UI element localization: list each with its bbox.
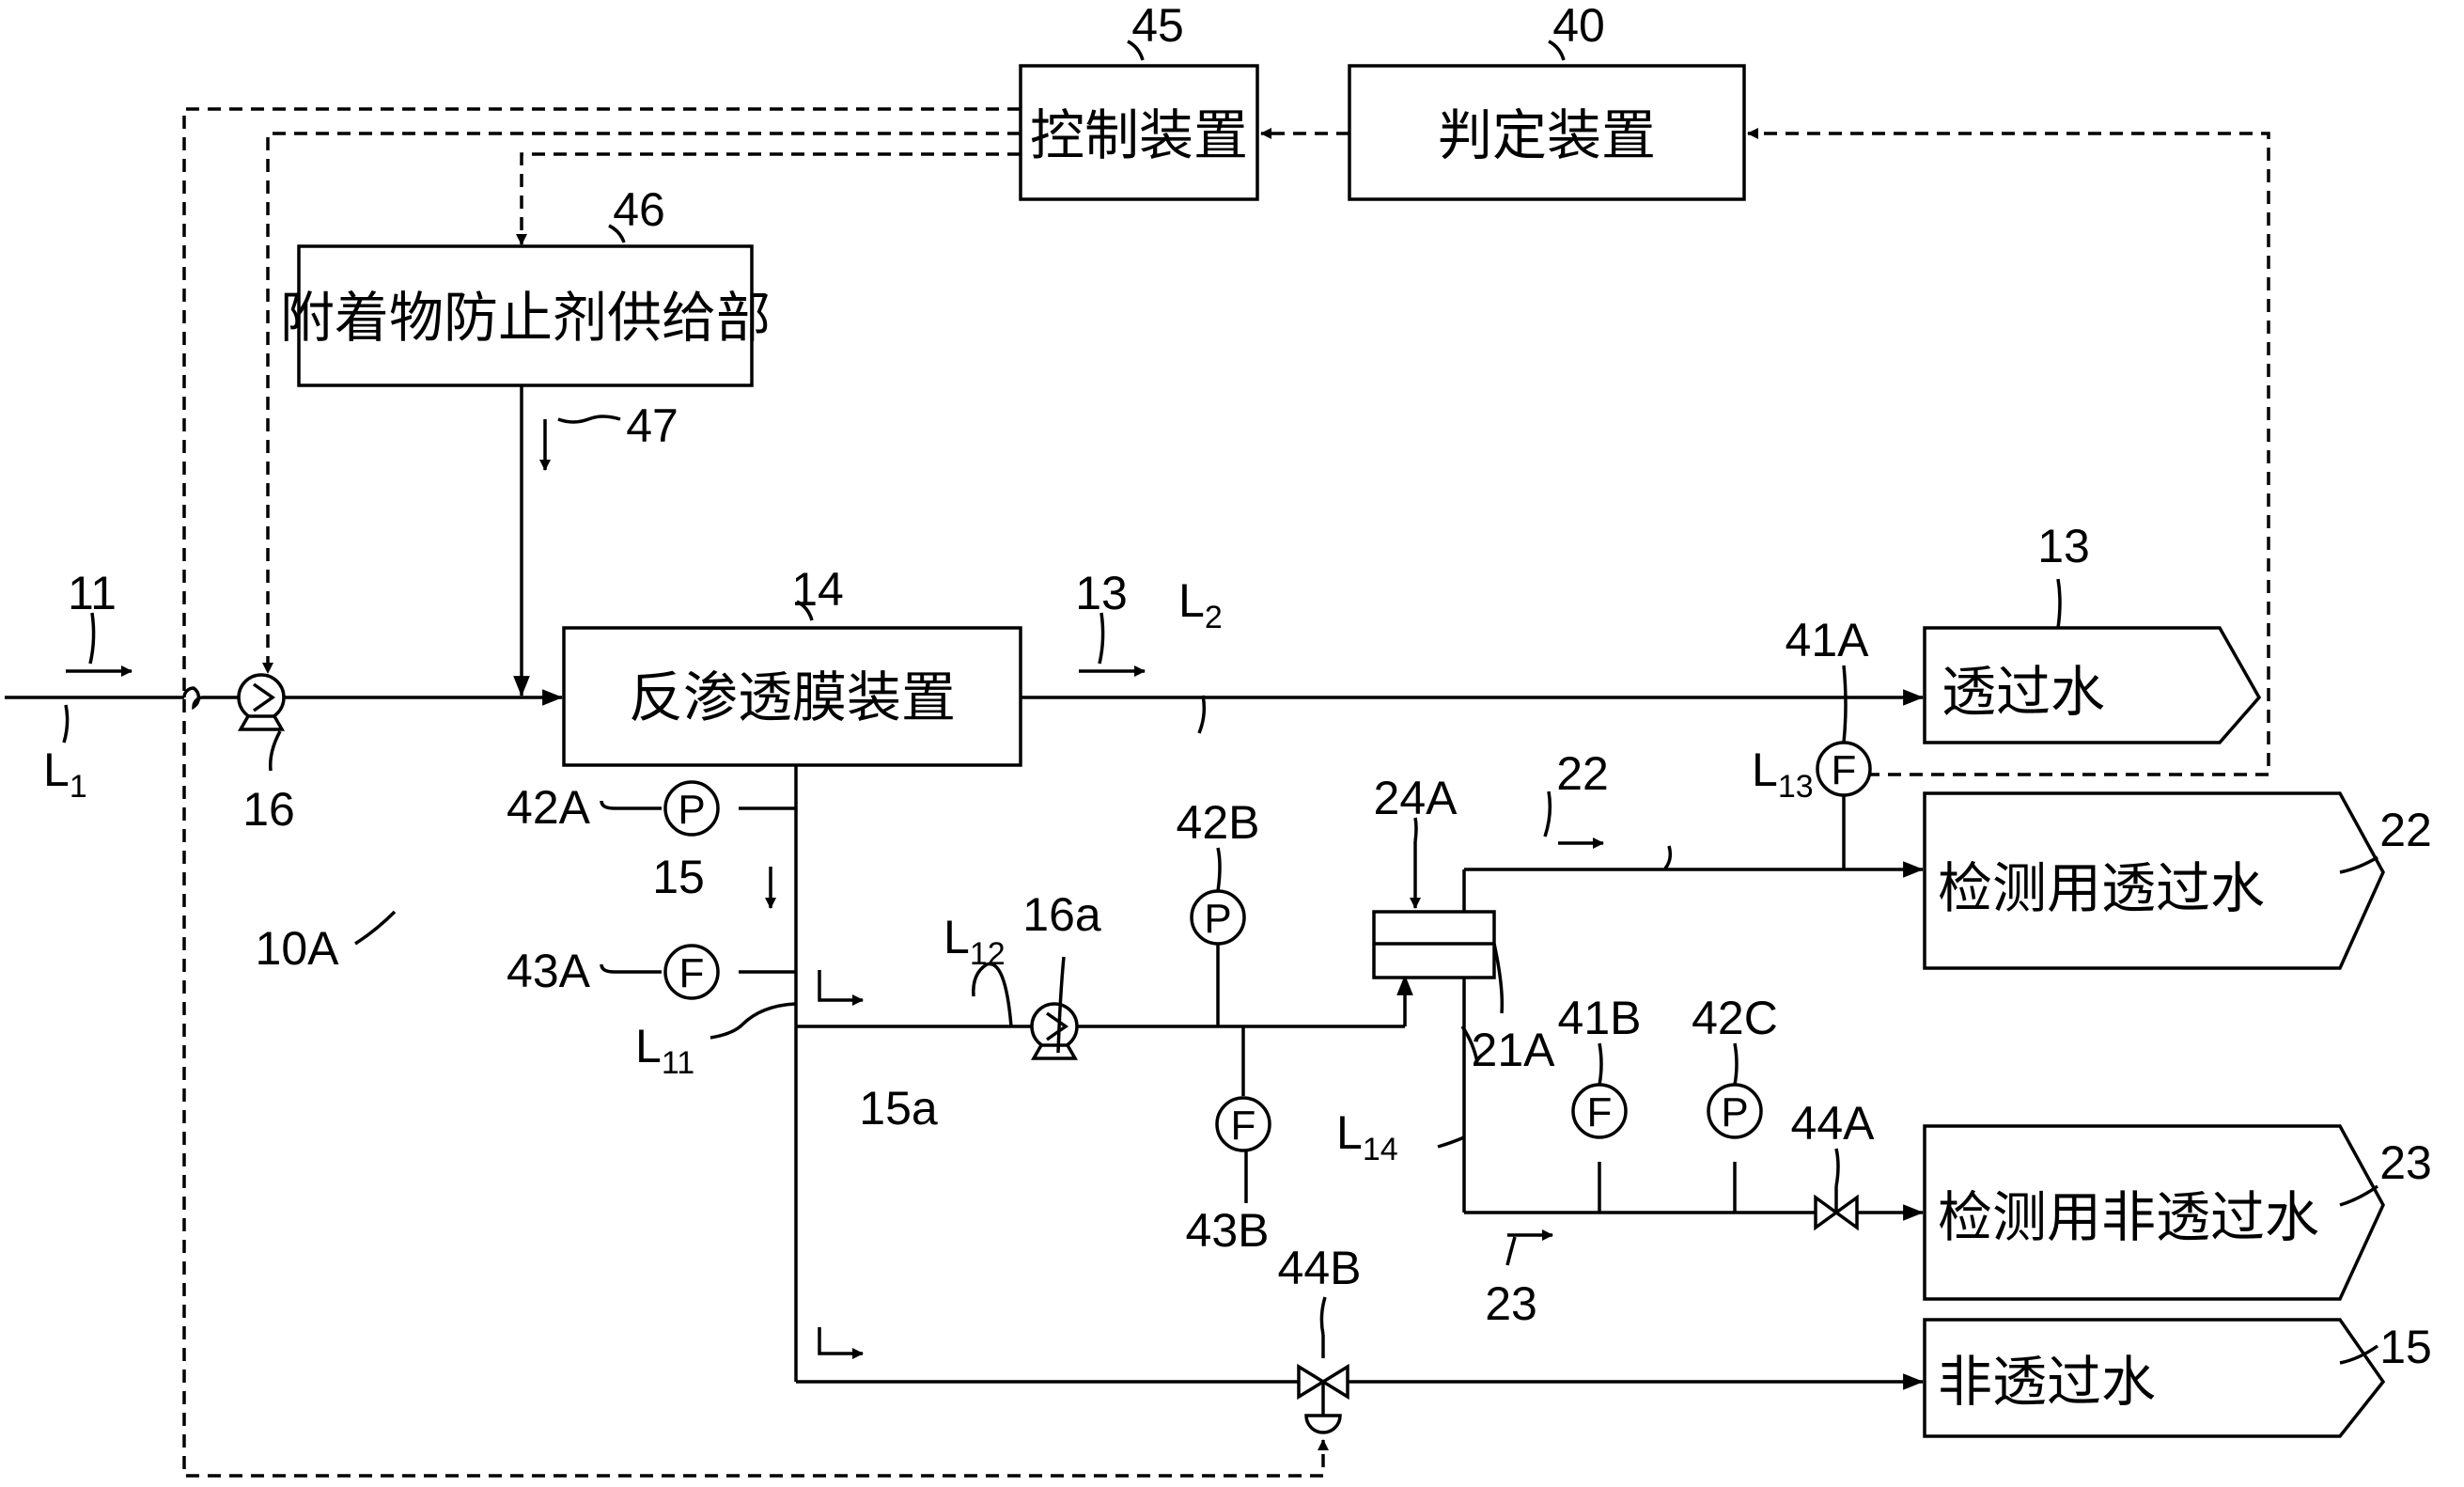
ro-membrane-unit-box: 反渗透膜装置 — [562, 626, 1022, 767]
svg-text:43A: 43A — [507, 945, 591, 997]
svg-text:47: 47 — [626, 399, 678, 452]
reference-labels: 11 13 13 14 15 15 15a 16 16a 10A 21A 22 … — [68, 0, 2432, 1373]
flow-meter-43B: F — [1215, 1096, 1271, 1152]
svg-text:44A: 44A — [1791, 1097, 1876, 1150]
svg-text:11: 11 — [68, 567, 117, 619]
output-permeate: 透过水 — [1923, 626, 2262, 744]
svg-text:42C: 42C — [1692, 992, 1778, 1044]
svg-text:45: 45 — [1131, 0, 1184, 52]
svg-text:22: 22 — [1556, 747, 1609, 800]
flow-meter-41A: F — [1816, 741, 1872, 797]
svg-text:23: 23 — [2379, 1136, 2432, 1189]
test-membrane-cell-24A — [1372, 841, 1496, 979]
svg-text:F: F — [1231, 1103, 1256, 1149]
svg-text:14: 14 — [791, 563, 844, 616]
svg-text:23: 23 — [1485, 1277, 1537, 1330]
svg-text:P: P — [1204, 896, 1231, 942]
svg-text:F: F — [679, 950, 705, 996]
leader-lines — [62, 39, 2379, 1365]
svg-text:16: 16 — [242, 783, 295, 836]
pressure-gauge-42A: P — [663, 780, 720, 837]
line-L14: L14 — [1336, 1106, 1398, 1167]
judgment-device-box: 判定装置 — [1348, 64, 1746, 201]
valve-44A — [1814, 1186, 1859, 1231]
svg-text:13: 13 — [1075, 567, 1128, 619]
svg-text:控制装置: 控制装置 — [1030, 103, 1248, 167]
line-L1: L1 — [43, 744, 87, 805]
control-device-box: 控制装置 — [1019, 64, 1259, 201]
svg-text:41B: 41B — [1558, 992, 1642, 1044]
svg-text:P: P — [1721, 1089, 1748, 1135]
svg-text:42B: 42B — [1177, 796, 1260, 849]
line-L12: L12 — [943, 911, 1006, 972]
flow-arrows — [66, 419, 1604, 1359]
output-detect-nonpermeate: 检测用非透过水 — [1923, 1124, 2385, 1301]
svg-text:16a: 16a — [1022, 888, 1101, 941]
line-L13: L13 — [1752, 744, 1814, 805]
svg-text:检测用非透过水: 检测用非透过水 — [1938, 1185, 2319, 1249]
svg-text:13: 13 — [2037, 520, 2090, 572]
svg-text:透过水: 透过水 — [1942, 660, 2105, 724]
svg-text:42A: 42A — [507, 781, 591, 834]
svg-text:判定装置: 判定装置 — [1438, 103, 1656, 167]
svg-text:检测用透过水: 检测用透过水 — [1938, 856, 2265, 920]
output-detect-permeate: 检测用透过水 — [1923, 791, 2385, 970]
control-valve-44B — [1297, 1335, 1349, 1434]
flow-meter-43A: F — [663, 944, 720, 1000]
svg-text:F: F — [1587, 1089, 1613, 1135]
svg-text:21A: 21A — [1472, 1024, 1556, 1076]
line-designations: L1 L2 L11 L12 L13 L14 — [43, 574, 1814, 1167]
anti-adhesion-supply-box: 附着物防止剂供给部 — [280, 244, 771, 387]
svg-text:反渗透膜装置: 反渗透膜装置 — [629, 665, 956, 729]
output-nonpermeate: 非透过水 — [1923, 1318, 2386, 1438]
svg-text:附着物防止剂供给部: 附着物防止剂供给部 — [280, 286, 771, 350]
svg-text:非透过水: 非透过水 — [1938, 1350, 2156, 1414]
svg-text:44B: 44B — [1278, 1242, 1362, 1294]
svg-text:F: F — [1832, 747, 1857, 793]
line-L11: L11 — [635, 1020, 694, 1081]
svg-text:10A: 10A — [256, 922, 340, 975]
flow-meter-41B: F — [1571, 1083, 1628, 1139]
svg-text:15: 15 — [2379, 1321, 2432, 1373]
process-piping — [5, 385, 1925, 1390]
svg-text:22: 22 — [2379, 804, 2432, 856]
svg-text:46: 46 — [613, 183, 665, 236]
svg-text:24A: 24A — [1374, 772, 1458, 824]
svg-text:P: P — [678, 787, 705, 833]
pump-16a — [1030, 1002, 1079, 1060]
signal-lines — [182, 107, 2270, 1478]
line-L2: L2 — [1178, 574, 1223, 635]
svg-text:40: 40 — [1552, 0, 1605, 52]
svg-text:43B: 43B — [1186, 1204, 1270, 1257]
svg-text:15a: 15a — [859, 1082, 938, 1135]
pump-16 — [237, 673, 286, 731]
svg-text:41A: 41A — [1786, 614, 1870, 666]
pressure-gauge-42B: P — [1190, 889, 1246, 946]
pressure-gauge-42C: P — [1707, 1083, 1763, 1139]
svg-text:15: 15 — [652, 851, 705, 903]
